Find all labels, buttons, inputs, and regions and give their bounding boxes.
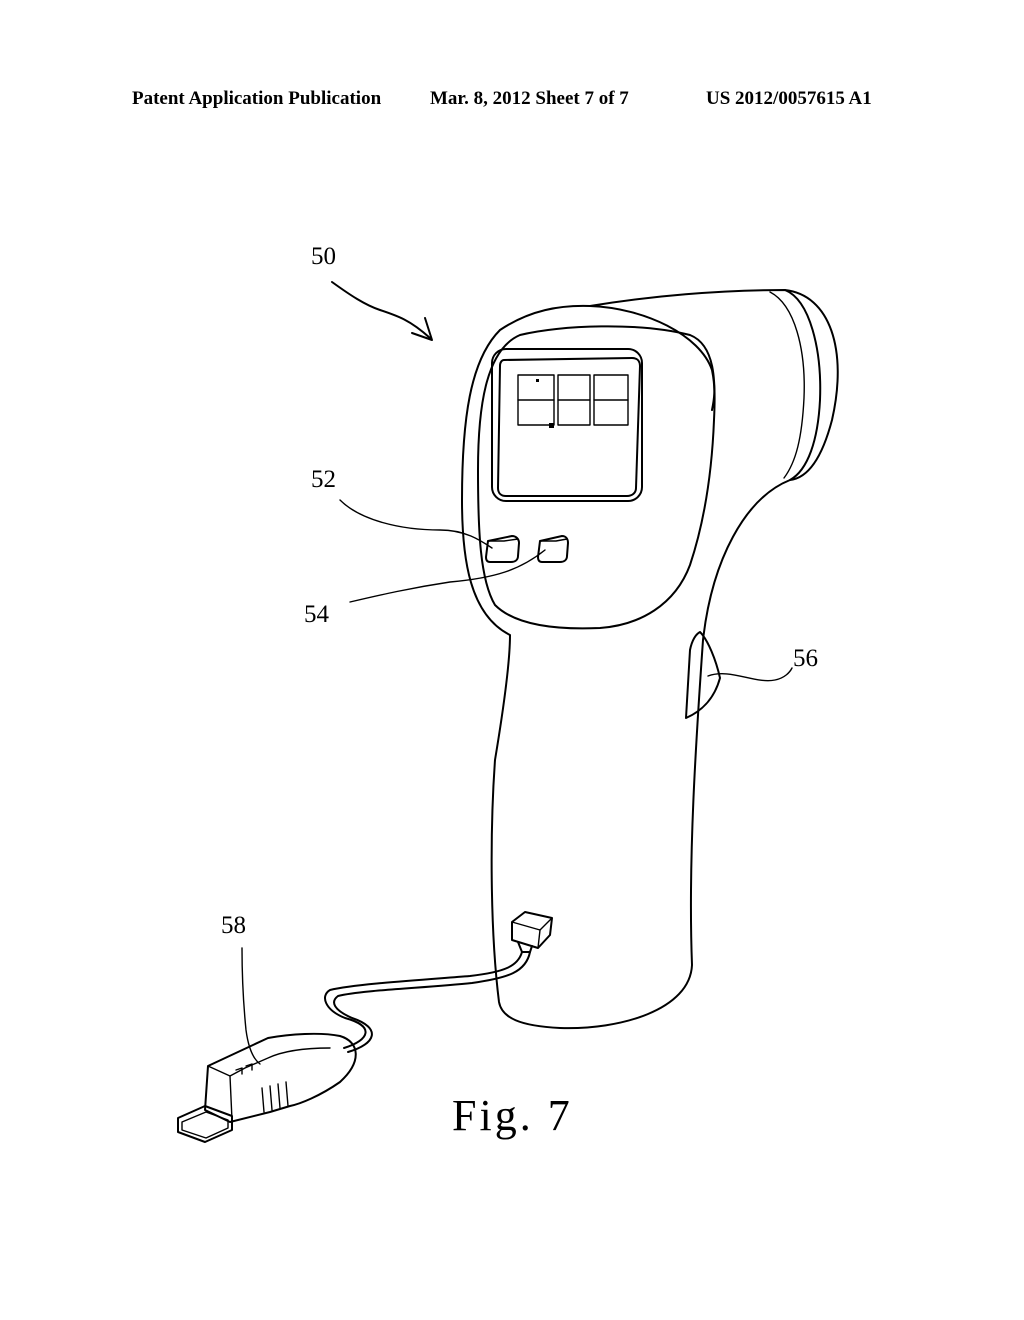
usb-plug-58-notch-4 [270, 1086, 272, 1110]
reference-label-50: 50 [311, 244, 336, 269]
leader-arrow-50 [332, 282, 430, 338]
usb-plug-58-ridge [230, 1076, 232, 1120]
display-decimal-point [549, 423, 554, 428]
leader-line-52 [340, 500, 492, 548]
usb-metal-connector [178, 1106, 232, 1142]
device-nose-inner-edge [770, 292, 804, 478]
cable-connector-edge [512, 918, 552, 930]
usb-plug-58-body [205, 1034, 356, 1122]
usb-plug-58-notch-3 [262, 1088, 264, 1112]
reference-label-58: 58 [221, 913, 246, 938]
usb-plug-58-notch-6 [286, 1082, 288, 1106]
usb-plug-58-top-edge [208, 1048, 330, 1076]
leader-line-54 [350, 550, 545, 602]
device-nose-edge [785, 290, 820, 480]
reference-label-56: 56 [793, 646, 818, 671]
usb-plug-58-notch-5 [278, 1084, 280, 1108]
display-screen [498, 358, 640, 496]
reference-label-52: 52 [311, 467, 336, 492]
device-face-panel [478, 326, 715, 628]
reference-label-54: 54 [304, 602, 329, 627]
figure-caption: Fig. 7 [452, 1090, 573, 1141]
usb-cable-outer [325, 952, 522, 1048]
display-colon-dot [536, 379, 539, 382]
